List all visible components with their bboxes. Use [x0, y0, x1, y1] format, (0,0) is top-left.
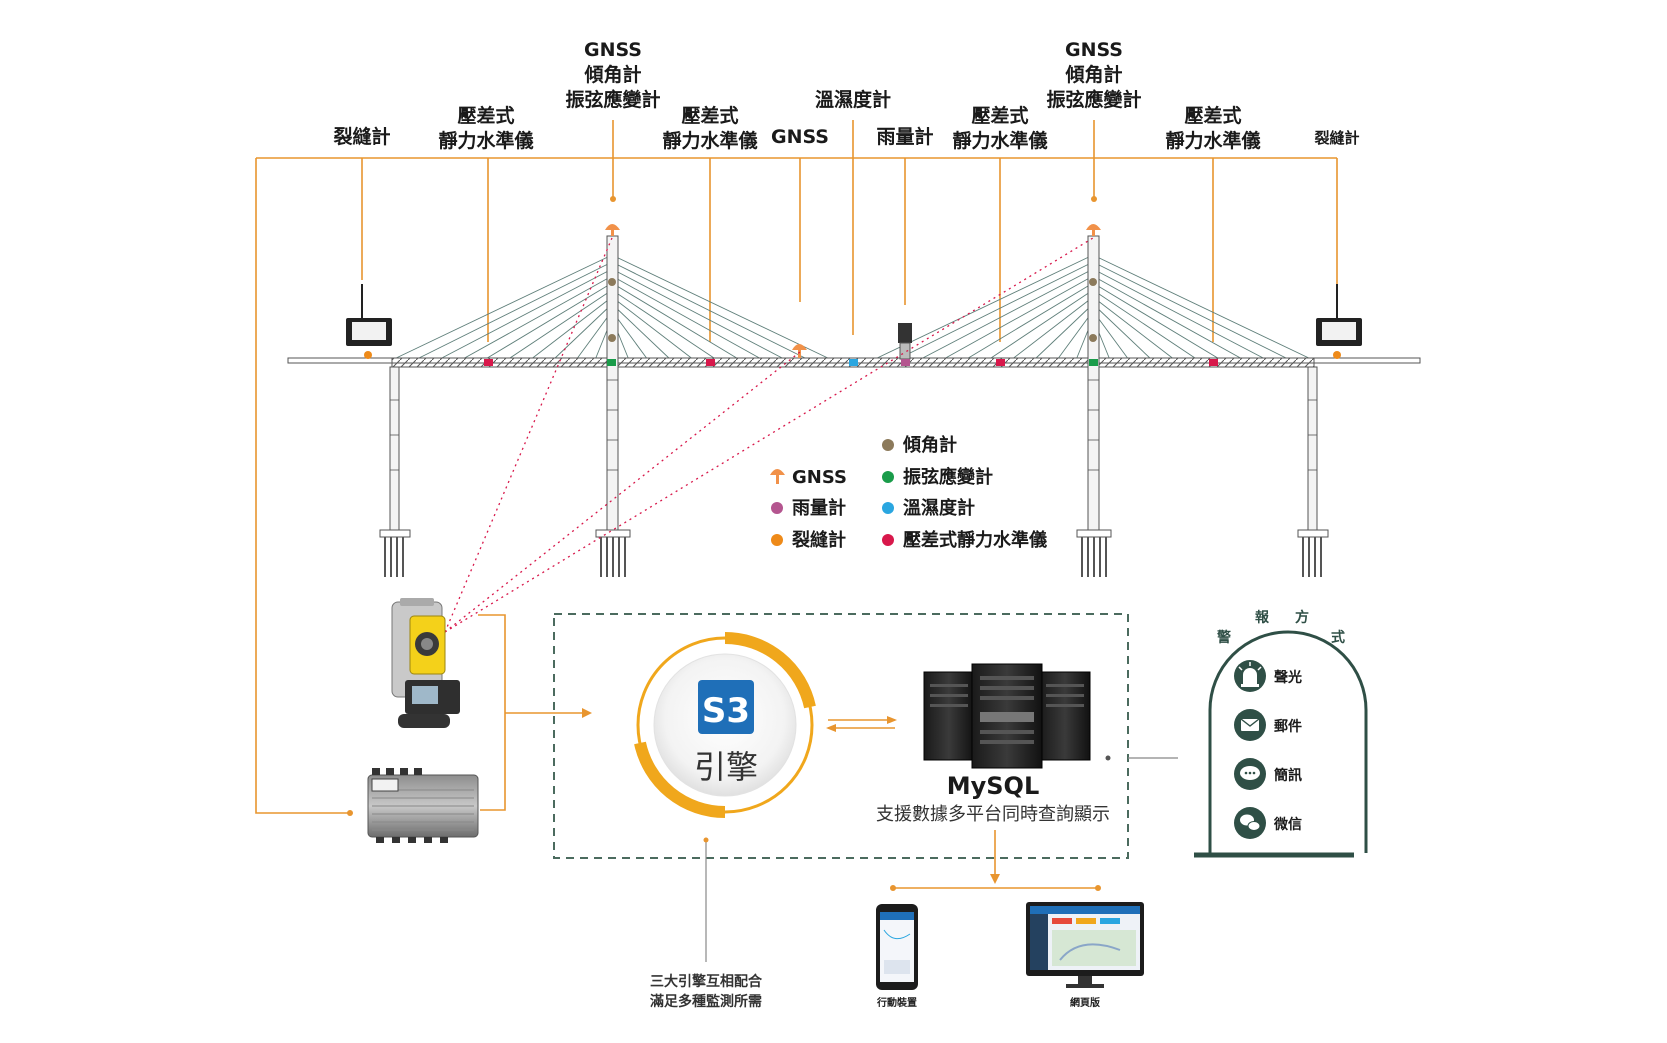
label-tower1-a: GNSS — [584, 39, 642, 61]
engine-caption-line1: 三大引擎互相配合 — [650, 973, 763, 990]
sensor-labels: 裂縫計 壓差式 靜力水準儀 GNSS 傾角計 振弦應變計 壓差式 靜力水準儀 G… — [333, 39, 1359, 152]
web-label: 網頁版 — [1070, 996, 1100, 1009]
engine-logo-mark: S3 — [702, 691, 750, 731]
alert-item-sound-light: 聲光 — [1274, 669, 1302, 686]
engine-logo-icon: S3 — [698, 680, 754, 734]
label-tower1-b: 傾角計 — [583, 63, 641, 86]
mobile-device-icon — [876, 904, 918, 990]
alert-title-char-2: 報 — [1255, 609, 1270, 626]
database-title: MySQL — [947, 772, 1040, 800]
sight-lines — [444, 237, 1094, 633]
label-rain: 雨量計 — [876, 125, 933, 148]
leader-dots — [347, 196, 1097, 816]
web-monitor-icon — [1026, 902, 1144, 988]
alert-panel: 警 報 方 式 聲光 郵件 簡訊 — [1194, 609, 1368, 858]
label-level-2-b: 靜力水準儀 — [662, 129, 757, 152]
label-level-2-a: 壓差式 — [681, 104, 738, 127]
label-tower2-a: GNSS — [1065, 39, 1123, 61]
sms-icon — [1234, 758, 1266, 790]
legend-rain-swatch — [771, 502, 783, 514]
crack-meter-device-right — [1316, 284, 1362, 346]
crack-meter-device-left — [346, 284, 392, 346]
legend-tilt: 傾角計 — [902, 434, 957, 456]
legend-level: 壓差式靜力水準儀 — [903, 529, 1047, 551]
alert-item-sms: 簡訊 — [1274, 767, 1302, 784]
gnss-antenna-tower-left — [605, 224, 620, 236]
legend-level-swatch — [882, 534, 894, 546]
label-level-4-a: 壓差式 — [1184, 104, 1241, 127]
label-tower1-c: 振弦應變計 — [565, 88, 660, 111]
label-crack-right: 裂縫計 — [1313, 129, 1359, 147]
siren-icon — [1234, 660, 1266, 692]
legend-vibrating-swatch — [882, 471, 894, 483]
total-station-device — [391, 598, 460, 728]
label-temp: 溫濕度計 — [815, 88, 891, 111]
alert-title-char-1: 警 — [1217, 629, 1231, 646]
legend-crack: 裂縫計 — [791, 529, 846, 551]
data-logger-device — [367, 768, 479, 843]
engine-caption-line2: 滿足多種監測所需 — [649, 993, 762, 1010]
sensor-markers — [364, 278, 1341, 366]
pier-right — [1307, 366, 1318, 533]
legend-gnss-swatch — [770, 469, 785, 484]
engine-platform-box — [553, 613, 1129, 859]
gnss-antenna-tower-right — [1086, 224, 1101, 236]
alert-title-char-4: 式 — [1331, 629, 1345, 646]
wechat-icon — [1234, 807, 1266, 839]
leader-lines — [255, 120, 1338, 891]
legend-rain: 雨量計 — [792, 497, 846, 519]
mail-icon — [1234, 709, 1266, 741]
foundations — [379, 529, 1329, 577]
mobile-label: 行動裝置 — [876, 996, 917, 1009]
label-level-1-b: 靜力水準儀 — [438, 129, 533, 152]
label-level-3-b: 靜力水準儀 — [952, 129, 1047, 152]
server-rack-icon — [923, 663, 1091, 769]
label-gnss-mid: GNSS — [771, 126, 829, 148]
label-level-1-a: 壓差式 — [457, 104, 514, 127]
engine-badge: S3 引擎 — [634, 632, 816, 818]
label-tower2-c: 振弦應變計 — [1046, 88, 1141, 111]
label-tower2-b: 傾角計 — [1064, 63, 1122, 86]
legend-tilt-swatch — [882, 439, 894, 451]
engine-label: 引擎 — [694, 748, 758, 786]
database-subtitle: 支援數據多平台同時查詢顯示 — [876, 804, 1110, 825]
pier-left — [389, 366, 400, 533]
alert-title-char-3: 方 — [1295, 609, 1309, 626]
legend-temp-swatch — [882, 502, 894, 514]
legend-vibrating: 振弦應變計 — [903, 466, 993, 488]
legend-crack-swatch — [771, 534, 783, 546]
gnss-antenna-mid — [792, 344, 807, 358]
legend: 傾角計 GNSS 振弦應變計 雨量計 溫濕度計 裂縫計 壓差式靜力水準儀 — [770, 434, 1047, 551]
label-level-4-b: 靜力水準儀 — [1165, 129, 1260, 152]
rain-gauge-device — [898, 323, 912, 360]
alert-item-email: 郵件 — [1274, 718, 1302, 735]
bridge — [287, 224, 1421, 633]
label-level-3-a: 壓差式 — [971, 104, 1028, 127]
alert-item-wechat: 微信 — [1273, 816, 1302, 833]
legend-temp: 溫濕度計 — [903, 497, 975, 519]
label-crack-left: 裂縫計 — [333, 125, 390, 148]
legend-gnss: GNSS — [792, 467, 847, 488]
